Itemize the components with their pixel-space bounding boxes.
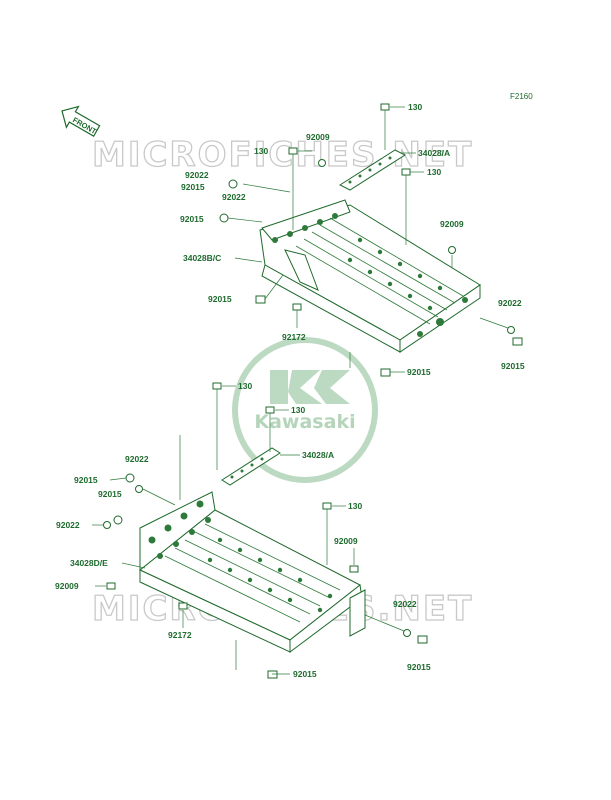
lower-label-9: 34028D/E (70, 558, 108, 568)
lower-label-11: 92009 (55, 581, 79, 591)
upper-label-10: 92009 (440, 219, 464, 229)
lower-label-15: 92015 (293, 669, 317, 679)
lower-label-13: 92022 (393, 599, 417, 609)
upper-tray-holes (272, 213, 468, 337)
kawasaki-logo: Kawasaki (232, 337, 378, 483)
diagram-code: F2160 (510, 92, 533, 101)
lower-label-2: 130 (291, 405, 305, 415)
lower-label-4: 92022 (125, 454, 149, 464)
upper-label-1: 130 (408, 102, 422, 112)
lower-label-3: 34028/A (302, 450, 334, 460)
upper-leaders (227, 106, 509, 373)
upper-label-3: 130 (254, 146, 268, 156)
upper-footrest: 130 92009 130 34028/A 92022 130 92015 92… (180, 102, 525, 377)
upper-label-12: 92015 (208, 294, 232, 304)
lower-label-7: 92022 (56, 520, 80, 530)
upper-label-15: 92015 (501, 361, 525, 371)
upper-label-5: 92022 (185, 170, 209, 180)
lower-label-12: 92172 (168, 630, 192, 640)
lower-label-6: 92015 (98, 489, 122, 499)
brand-name: Kawasaki (254, 411, 355, 433)
lower-label-1: 130 (238, 381, 252, 391)
upper-label-2: 92009 (306, 132, 330, 142)
upper-label-4: 34028/A (418, 148, 450, 158)
lower-label-8: 130 (348, 501, 362, 511)
upper-label-13: 92172 (282, 332, 306, 342)
lower-fasteners (103, 382, 428, 679)
upper-label-11: 34028B/C (183, 253, 221, 263)
watermark-top: MICROFICHES.NET (92, 135, 473, 175)
upper-label-16: 92015 (407, 367, 431, 377)
lower-pad-studs (230, 457, 264, 479)
upper-label-8: 92022 (222, 192, 246, 202)
upper-label-6: 130 (427, 167, 441, 177)
lower-footrest: 130 130 34028/A 92022 92015 92015 92022 … (55, 381, 431, 679)
lower-label-10: 92009 (334, 536, 358, 546)
upper-label-9: 92015 (180, 214, 204, 224)
upper-tray-slots (295, 217, 464, 325)
upper-label-14: 92022 (498, 298, 522, 308)
lower-leaders (92, 385, 405, 675)
lower-tray-slots (164, 523, 341, 623)
upper-fasteners (219, 103, 523, 377)
lower-tray-holes (148, 500, 333, 613)
upper-pad-studs (348, 156, 392, 184)
lower-label-14: 92015 (407, 662, 431, 672)
upper-label-7: 92015 (181, 182, 205, 192)
lower-label-5: 92015 (74, 475, 98, 485)
